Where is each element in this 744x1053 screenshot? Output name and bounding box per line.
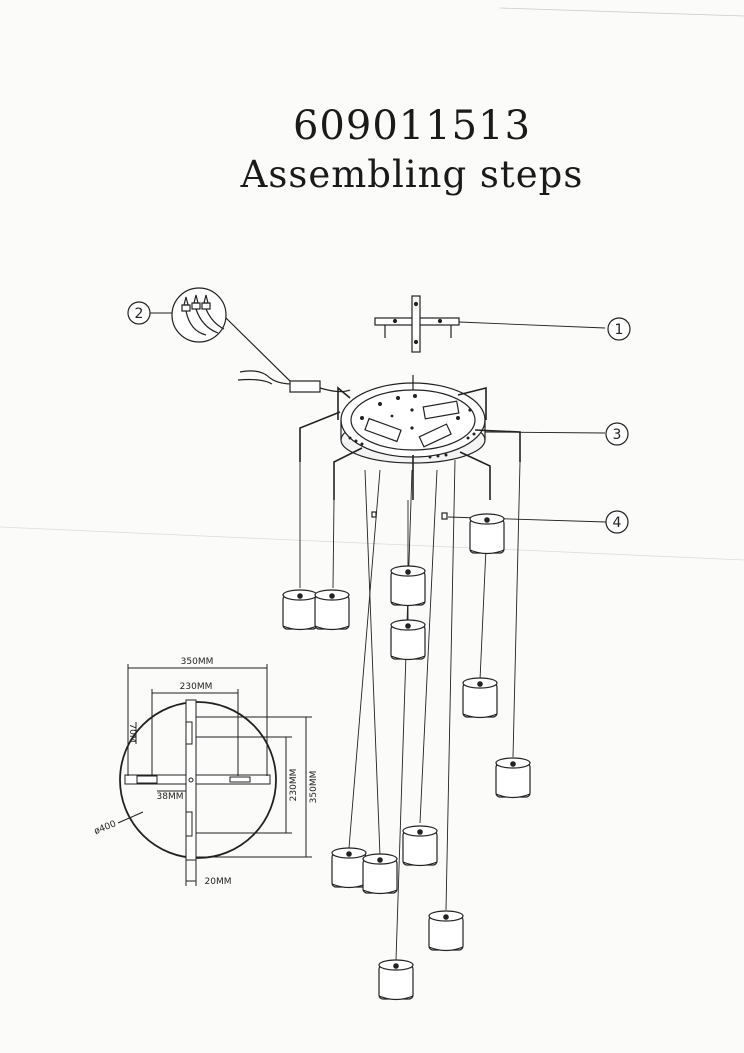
- dim-slot-70: 70M: [127, 723, 137, 742]
- dim-bracket-20: 20MM: [205, 877, 232, 887]
- wire-connector-detail: [150, 287, 351, 393]
- pendant-shade: [282, 589, 318, 631]
- mounting-bracket: [374, 295, 606, 353]
- pendant-shade: [469, 513, 505, 555]
- callout-1-label: 1: [615, 322, 624, 338]
- dimension-drawing: [117, 664, 312, 886]
- page-title: Assembling steps: [240, 153, 584, 196]
- scan-edge-line: [499, 7, 744, 17]
- pendant-shade: [390, 565, 426, 607]
- callout-4-label: 4: [613, 515, 622, 531]
- dim-diameter: ø400: [93, 819, 118, 837]
- pendant-shade: [314, 589, 350, 631]
- dim-width-230: 230MM: [180, 682, 213, 692]
- scan-fold-line: [0, 526, 744, 561]
- pendant-shade: [362, 853, 398, 895]
- callout-markers: [127, 301, 631, 534]
- dim-height-350: 350MM: [309, 771, 319, 804]
- canopy-arms: [299, 386, 521, 500]
- canopy: [340, 375, 606, 464]
- dim-width-350: 350MM: [181, 657, 214, 667]
- pendant-shades: [282, 513, 531, 1001]
- callout-3-label: 3: [613, 427, 622, 443]
- pendant-shade: [428, 910, 464, 952]
- pendant-shade: [462, 677, 498, 719]
- suspension-cables: [299, 459, 521, 961]
- pendant-shade: [390, 619, 426, 661]
- pendant-shade: [331, 847, 367, 889]
- callout-2-label: 2: [135, 306, 144, 322]
- dim-slot-38: 38MM: [157, 792, 184, 802]
- pendant-shade: [495, 757, 531, 799]
- model-number: 609011513: [292, 103, 532, 149]
- pendant-shade: [402, 825, 438, 867]
- dim-height-230: 230MM: [289, 769, 299, 802]
- pendant-shade: [378, 959, 414, 1001]
